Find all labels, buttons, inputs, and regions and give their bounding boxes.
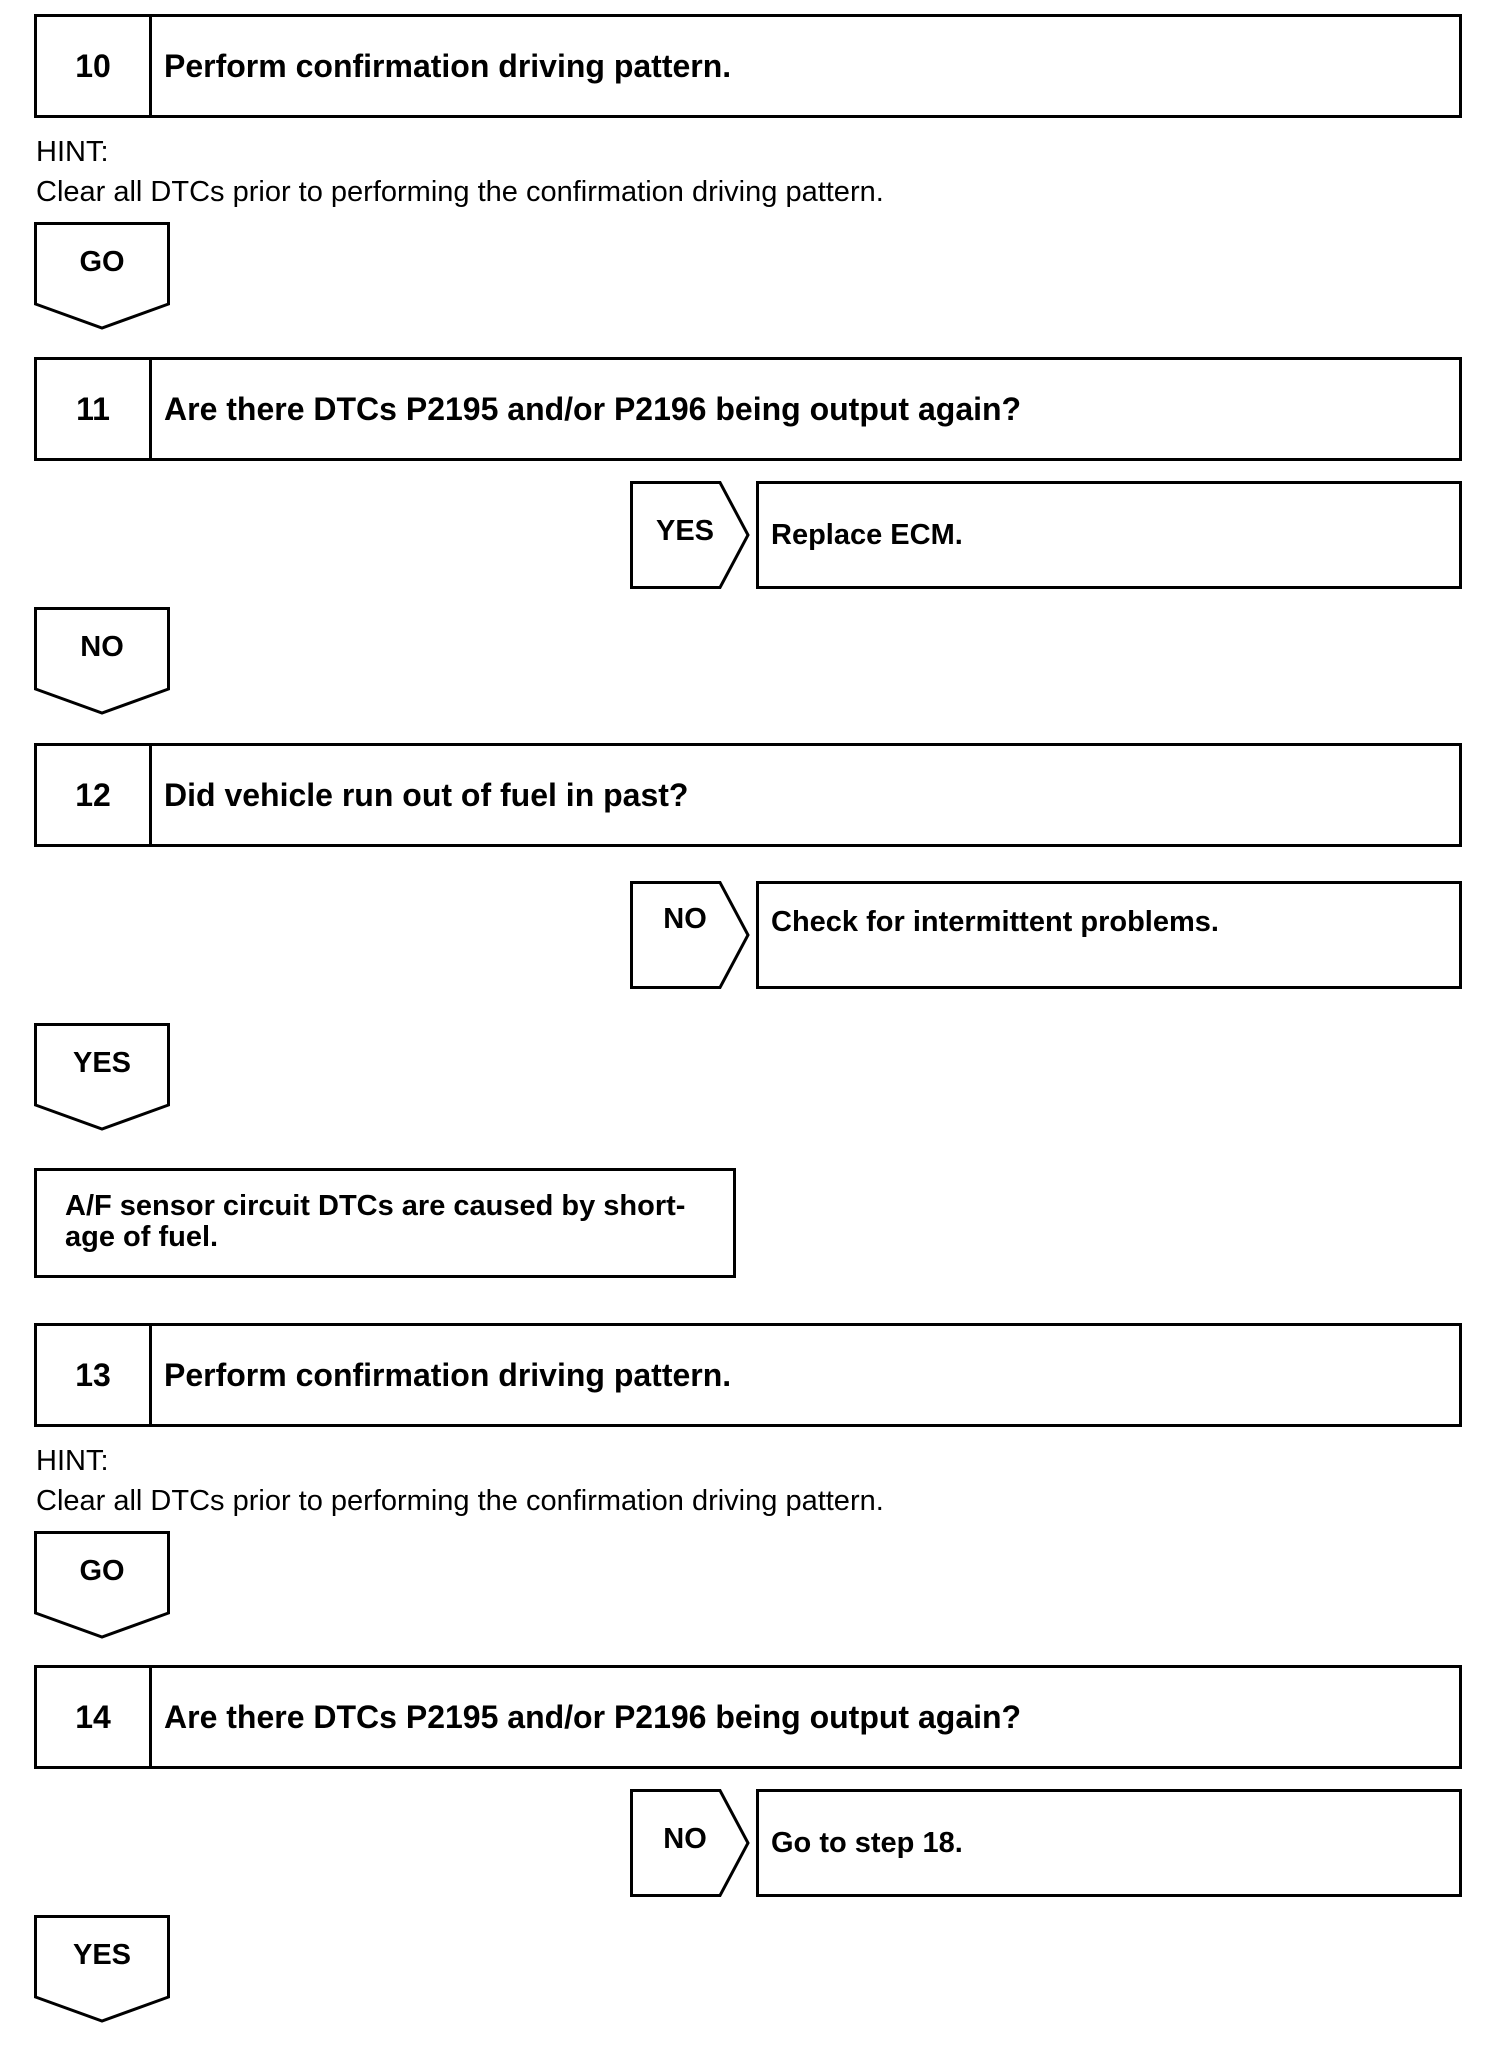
no-arrow-tag: NO xyxy=(34,607,170,715)
branch-label: NO xyxy=(663,903,707,935)
down-arrow-tag-shape xyxy=(34,222,170,330)
yes-arrow-tag: YES xyxy=(34,1023,170,1131)
right-arrow-tag-shape xyxy=(630,481,750,589)
branch-label: NO xyxy=(663,1823,707,1855)
branch-label: YES xyxy=(655,515,715,547)
tag-label: GO xyxy=(79,246,125,278)
result-box: Replace ECM. xyxy=(756,481,1462,589)
note-line: age of fuel. xyxy=(65,1221,219,1253)
down-arrow-tag-shape xyxy=(34,1023,170,1131)
tag-label: NO xyxy=(80,631,124,663)
yes-arrow-tag: YES xyxy=(34,1915,170,2023)
step-number: 14 xyxy=(37,1668,152,1766)
step-title: Did vehicle run out of fuel in past? xyxy=(164,776,689,813)
step-title: Perform confirmation driving pattern. xyxy=(164,47,732,84)
no-branch: NO Go to step 18. xyxy=(630,1789,1462,1897)
down-arrow-tag-shape xyxy=(34,1915,170,2023)
result-box: Check for intermittent problems. xyxy=(756,881,1462,989)
right-arrow-tag-shape xyxy=(630,881,750,989)
step-title: Are there DTCs P2195 and/or P2196 being … xyxy=(164,390,1022,427)
step-14-box: 14 Are there DTCs P2195 and/or P2196 bei… xyxy=(34,1665,1462,1769)
tag-label: YES xyxy=(72,1047,132,1079)
step-number: 13 xyxy=(37,1326,152,1424)
step-title: Perform confirmation driving pattern. xyxy=(164,1356,732,1393)
step-11-box: 11 Are there DTCs P2195 and/or P2196 bei… xyxy=(34,357,1462,461)
down-arrow-tag-shape xyxy=(34,1531,170,1639)
tag-label: GO xyxy=(79,1555,125,1587)
hint-label: HINT: xyxy=(36,136,109,168)
note-line: A/F sensor circuit DTCs are caused by sh… xyxy=(65,1190,686,1222)
right-arrow-tag-shape xyxy=(630,1789,750,1897)
step-title: Are there DTCs P2195 and/or P2196 being … xyxy=(164,1698,1022,1735)
step-13-box: 13 Perform confirmation driving pattern. xyxy=(34,1323,1462,1427)
step-number: 11 xyxy=(37,360,152,458)
go-arrow-tag: GO xyxy=(34,1531,170,1639)
step-12-box: 12 Did vehicle run out of fuel in past? xyxy=(34,743,1462,847)
no-branch: NO Check for intermittent problems. xyxy=(630,881,1462,989)
note-box: A/F sensor circuit DTCs are caused by sh… xyxy=(34,1168,736,1278)
go-arrow-tag: GO xyxy=(34,222,170,330)
step-number: 10 xyxy=(37,17,152,115)
tag-label: YES xyxy=(72,1939,132,1971)
hint-text: Clear all DTCs prior to performing the c… xyxy=(36,176,884,208)
hint-block: HINT: Clear all DTCs prior to performing… xyxy=(36,1441,884,1521)
result-box: Go to step 18. xyxy=(756,1789,1462,1897)
down-arrow-tag-shape xyxy=(34,607,170,715)
hint-block: HINT: Clear all DTCs prior to performing… xyxy=(36,132,884,212)
yes-branch: YES Replace ECM. xyxy=(630,481,1462,589)
hint-label: HINT: xyxy=(36,1445,109,1477)
hint-text: Clear all DTCs prior to performing the c… xyxy=(36,1485,884,1517)
step-10-box: 10 Perform confirmation driving pattern. xyxy=(34,14,1462,118)
step-number: 12 xyxy=(37,746,152,844)
